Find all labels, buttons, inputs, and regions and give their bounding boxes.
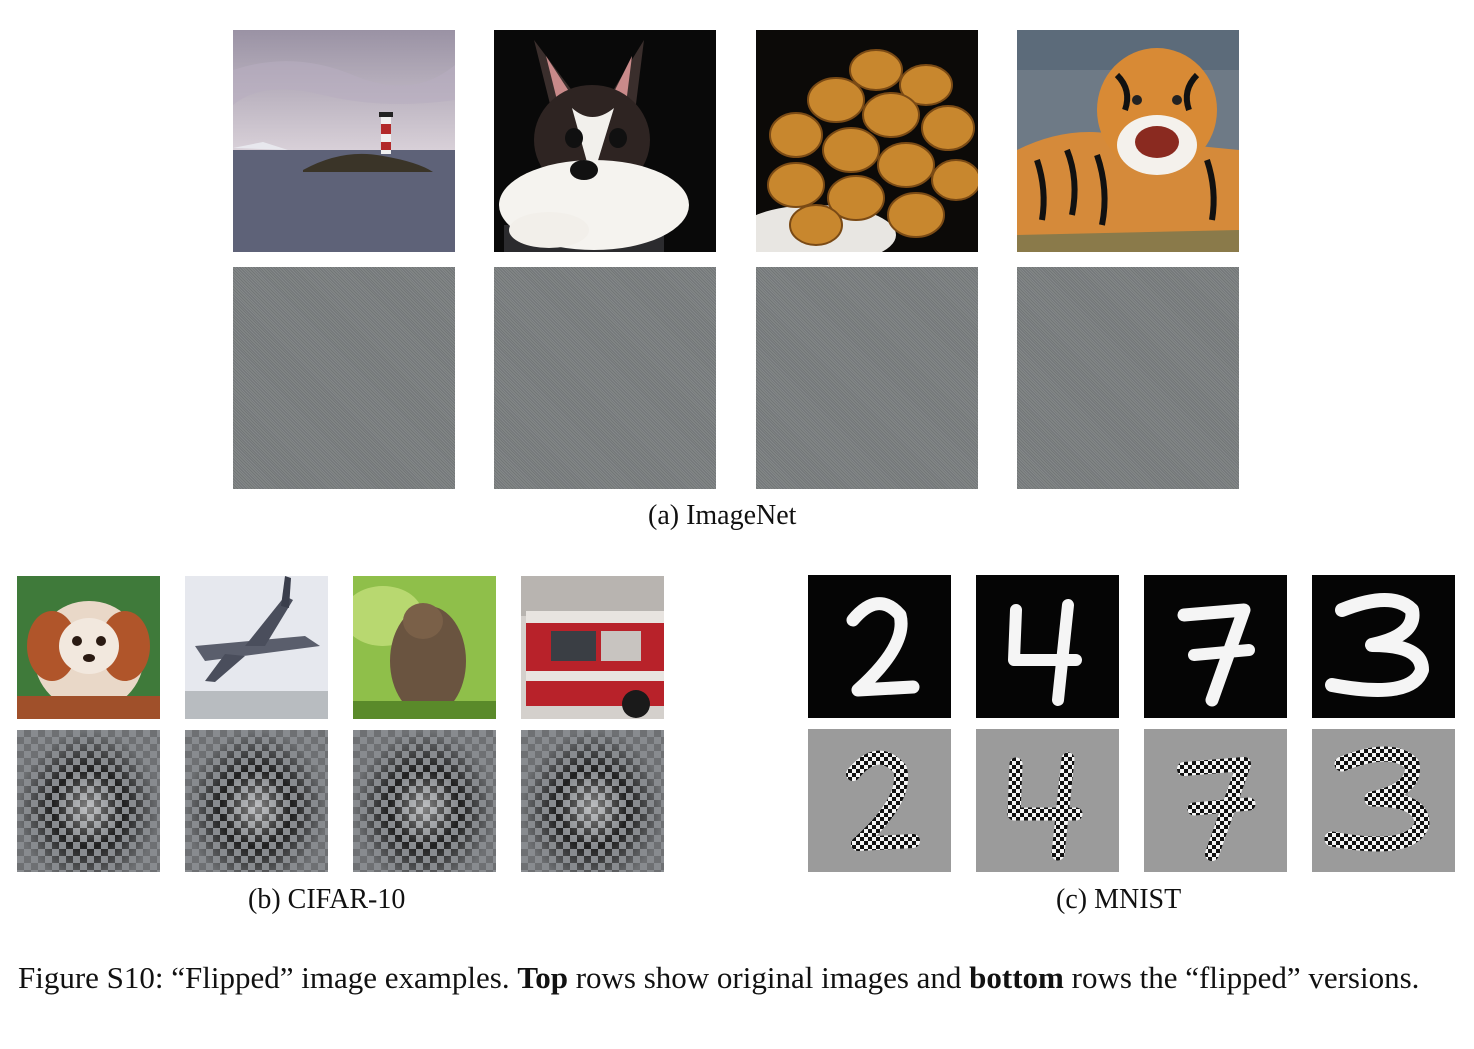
figure-text-3: rows the “flipped” versions. xyxy=(1071,960,1420,995)
cifar-flipped-airplane xyxy=(185,730,328,872)
cifar-flipped-fire-truck xyxy=(521,730,664,872)
imagenet-flipped-tiger xyxy=(1017,267,1239,489)
cifar-original-airplane xyxy=(185,576,328,719)
imagenet-original-lighthouse xyxy=(233,30,455,252)
cifar-flipped-dog xyxy=(17,730,160,872)
mnist-flipped-4 xyxy=(976,729,1119,872)
mnist-original-2 xyxy=(808,575,951,718)
mnist-caption: (c) MNIST xyxy=(1056,884,1182,915)
cifar-flipped-frog xyxy=(353,730,496,872)
figure-bold-bottom: bottom xyxy=(969,960,1064,995)
cifar-caption: (b) CIFAR-10 xyxy=(248,884,406,915)
figure-caption: Figure S10: “Flipped” image examples. To… xyxy=(18,958,1454,998)
imagenet-flipped-lighthouse xyxy=(233,267,455,489)
imagenet-original-bread-rolls xyxy=(756,30,978,252)
cifar-original-fire-truck xyxy=(521,576,664,719)
imagenet-flipped-bread-rolls xyxy=(756,267,978,489)
cifar-original-frog xyxy=(353,576,496,719)
figure-text-1: “Flipped” image examples. xyxy=(171,960,510,995)
figure-label: Figure S10: xyxy=(18,960,164,995)
imagenet-caption: (a) ImageNet xyxy=(648,500,797,531)
imagenet-original-tiger xyxy=(1017,30,1239,252)
mnist-original-4 xyxy=(976,575,1119,718)
imagenet-original-puppy xyxy=(494,30,716,252)
mnist-original-7 xyxy=(1144,575,1287,718)
figure-text-2: rows show original images and xyxy=(575,960,962,995)
mnist-flipped-7 xyxy=(1144,729,1287,872)
figure-bold-top: Top xyxy=(517,960,568,995)
mnist-flipped-3 xyxy=(1312,729,1455,872)
mnist-flipped-2 xyxy=(808,729,951,872)
mnist-original-3 xyxy=(1312,575,1455,718)
imagenet-flipped-puppy xyxy=(494,267,716,489)
cifar-original-dog xyxy=(17,576,160,719)
